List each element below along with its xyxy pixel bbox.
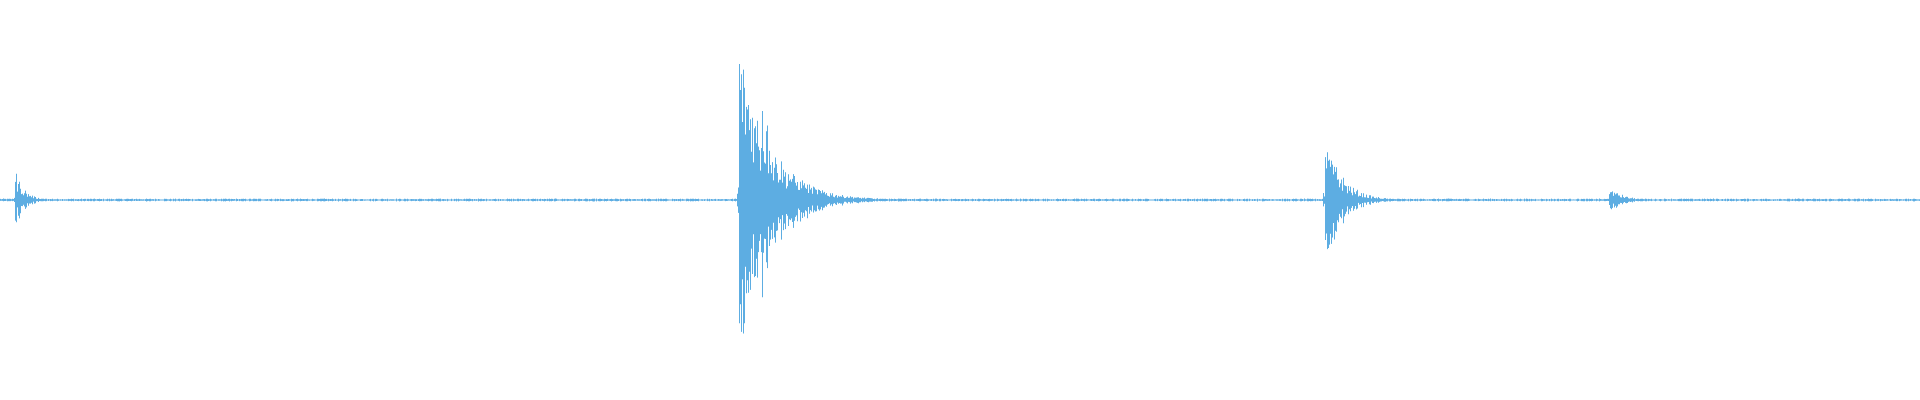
waveform-samples xyxy=(0,64,1920,334)
